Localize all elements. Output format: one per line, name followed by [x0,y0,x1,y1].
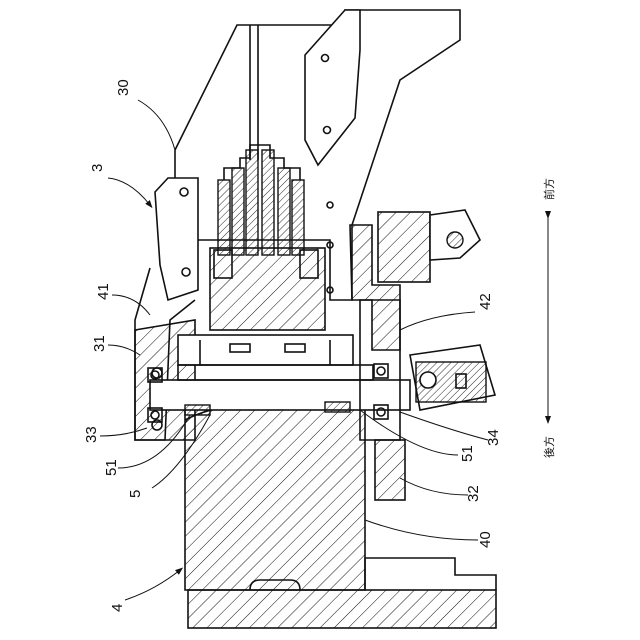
label-51-right: 51 [459,445,476,462]
label-40: 40 [477,531,494,548]
label-3: 3 [89,164,106,172]
direction-labels: 前方 後方 [542,178,556,458]
label-4: 4 [109,604,126,612]
label-30: 30 [115,79,132,96]
fitting-34 [410,345,495,410]
label-33: 33 [83,426,100,443]
upper-right-block [378,210,480,282]
main-block-40 [185,408,365,590]
label-42: 42 [477,293,494,310]
label-51-left: 51 [103,459,120,476]
front-label: 前方 [542,178,556,200]
label-31: 31 [91,335,108,352]
label-41: 41 [95,283,112,300]
label-34: 34 [485,429,502,446]
label-5: 5 [127,490,144,498]
rear-label: 後方 [542,436,556,458]
label-32: 32 [465,485,482,502]
